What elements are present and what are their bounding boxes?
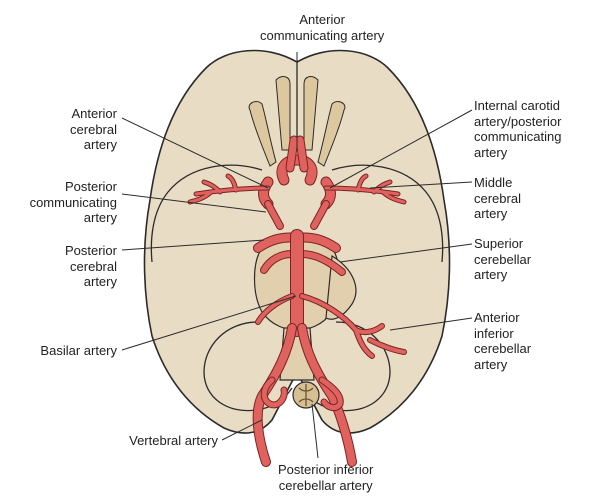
left-temporal-border bbox=[150, 164, 263, 263]
label-vertebral: Vertebral artery bbox=[129, 433, 218, 448]
anterior-cerebral-arteries bbox=[286, 136, 308, 172]
pica-right bbox=[319, 377, 343, 411]
anterior-inferior-cerebellar-right bbox=[300, 294, 406, 358]
label-basilar: Basilar artery bbox=[40, 343, 117, 358]
middle-cerebral-right bbox=[324, 174, 406, 204]
right-pons-lobe bbox=[325, 254, 357, 320]
left-olfactory-tract bbox=[248, 101, 277, 167]
anterior-inferior-cerebellar-left bbox=[256, 294, 294, 324]
leader-lines bbox=[121, 52, 473, 459]
middle-cerebral-left bbox=[188, 174, 270, 204]
right-olfactory-tract bbox=[317, 101, 346, 167]
pica-left bbox=[261, 377, 287, 408]
right-cerebellum-outline bbox=[301, 321, 391, 412]
superior-cerebellar-arteries bbox=[261, 251, 345, 275]
right-temporal-border bbox=[331, 164, 444, 263]
posterior-communicating-arteries bbox=[265, 201, 329, 229]
spinal-cord-section bbox=[292, 381, 320, 409]
